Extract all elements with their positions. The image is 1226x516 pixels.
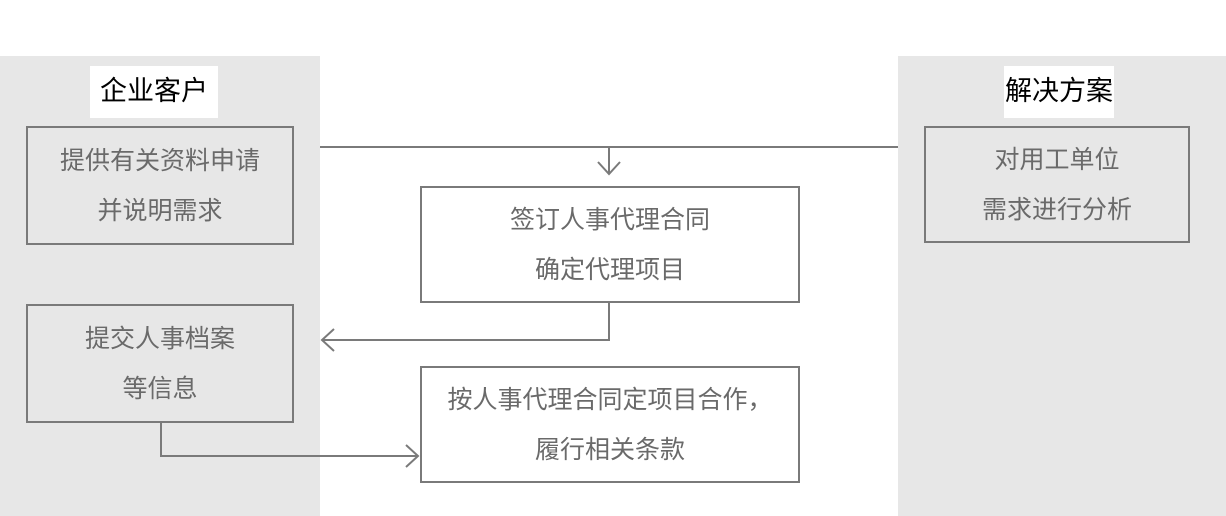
step-cooperate-line2: 履行相关条款 [534, 434, 685, 464]
solution-heading: 解决方案 [1004, 66, 1114, 118]
solution-column [898, 56, 1226, 516]
client-heading: 企业客户 [90, 66, 218, 118]
arrow-right-icon [405, 444, 420, 468]
step-analysis-line1: 对用工单位 [994, 144, 1120, 174]
step-submit-files: 提交人事档案 等信息 [26, 304, 294, 423]
step-analysis-line2: 需求进行分析 [981, 194, 1132, 224]
step-submit-line1: 提交人事档案 [84, 323, 235, 353]
step-analyze-needs: 对用工单位 需求进行分析 [924, 126, 1190, 243]
step-contract-line1: 签订人事代理合同 [509, 204, 710, 234]
step-contract-line2: 确定代理项目 [534, 254, 685, 284]
step-provide-materials: 提供有关资料申请 并说明需求 [26, 126, 294, 245]
connector-contract-to-submit [322, 303, 610, 341]
step-provide-line1: 提供有关资料申请 [59, 145, 260, 175]
arrow-down-icon [597, 161, 621, 176]
step-cooperate-line1: 按人事代理合同定项目合作， [447, 384, 773, 414]
step-provide-line2: 并说明需求 [97, 195, 223, 225]
step-sign-contract: 签订人事代理合同 确定代理项目 [420, 186, 800, 303]
step-submit-line2: 等信息 [122, 373, 198, 403]
step-cooperate: 按人事代理合同定项目合作， 履行相关条款 [420, 366, 800, 483]
arrow-left-icon [320, 328, 335, 352]
client-column [0, 56, 320, 516]
